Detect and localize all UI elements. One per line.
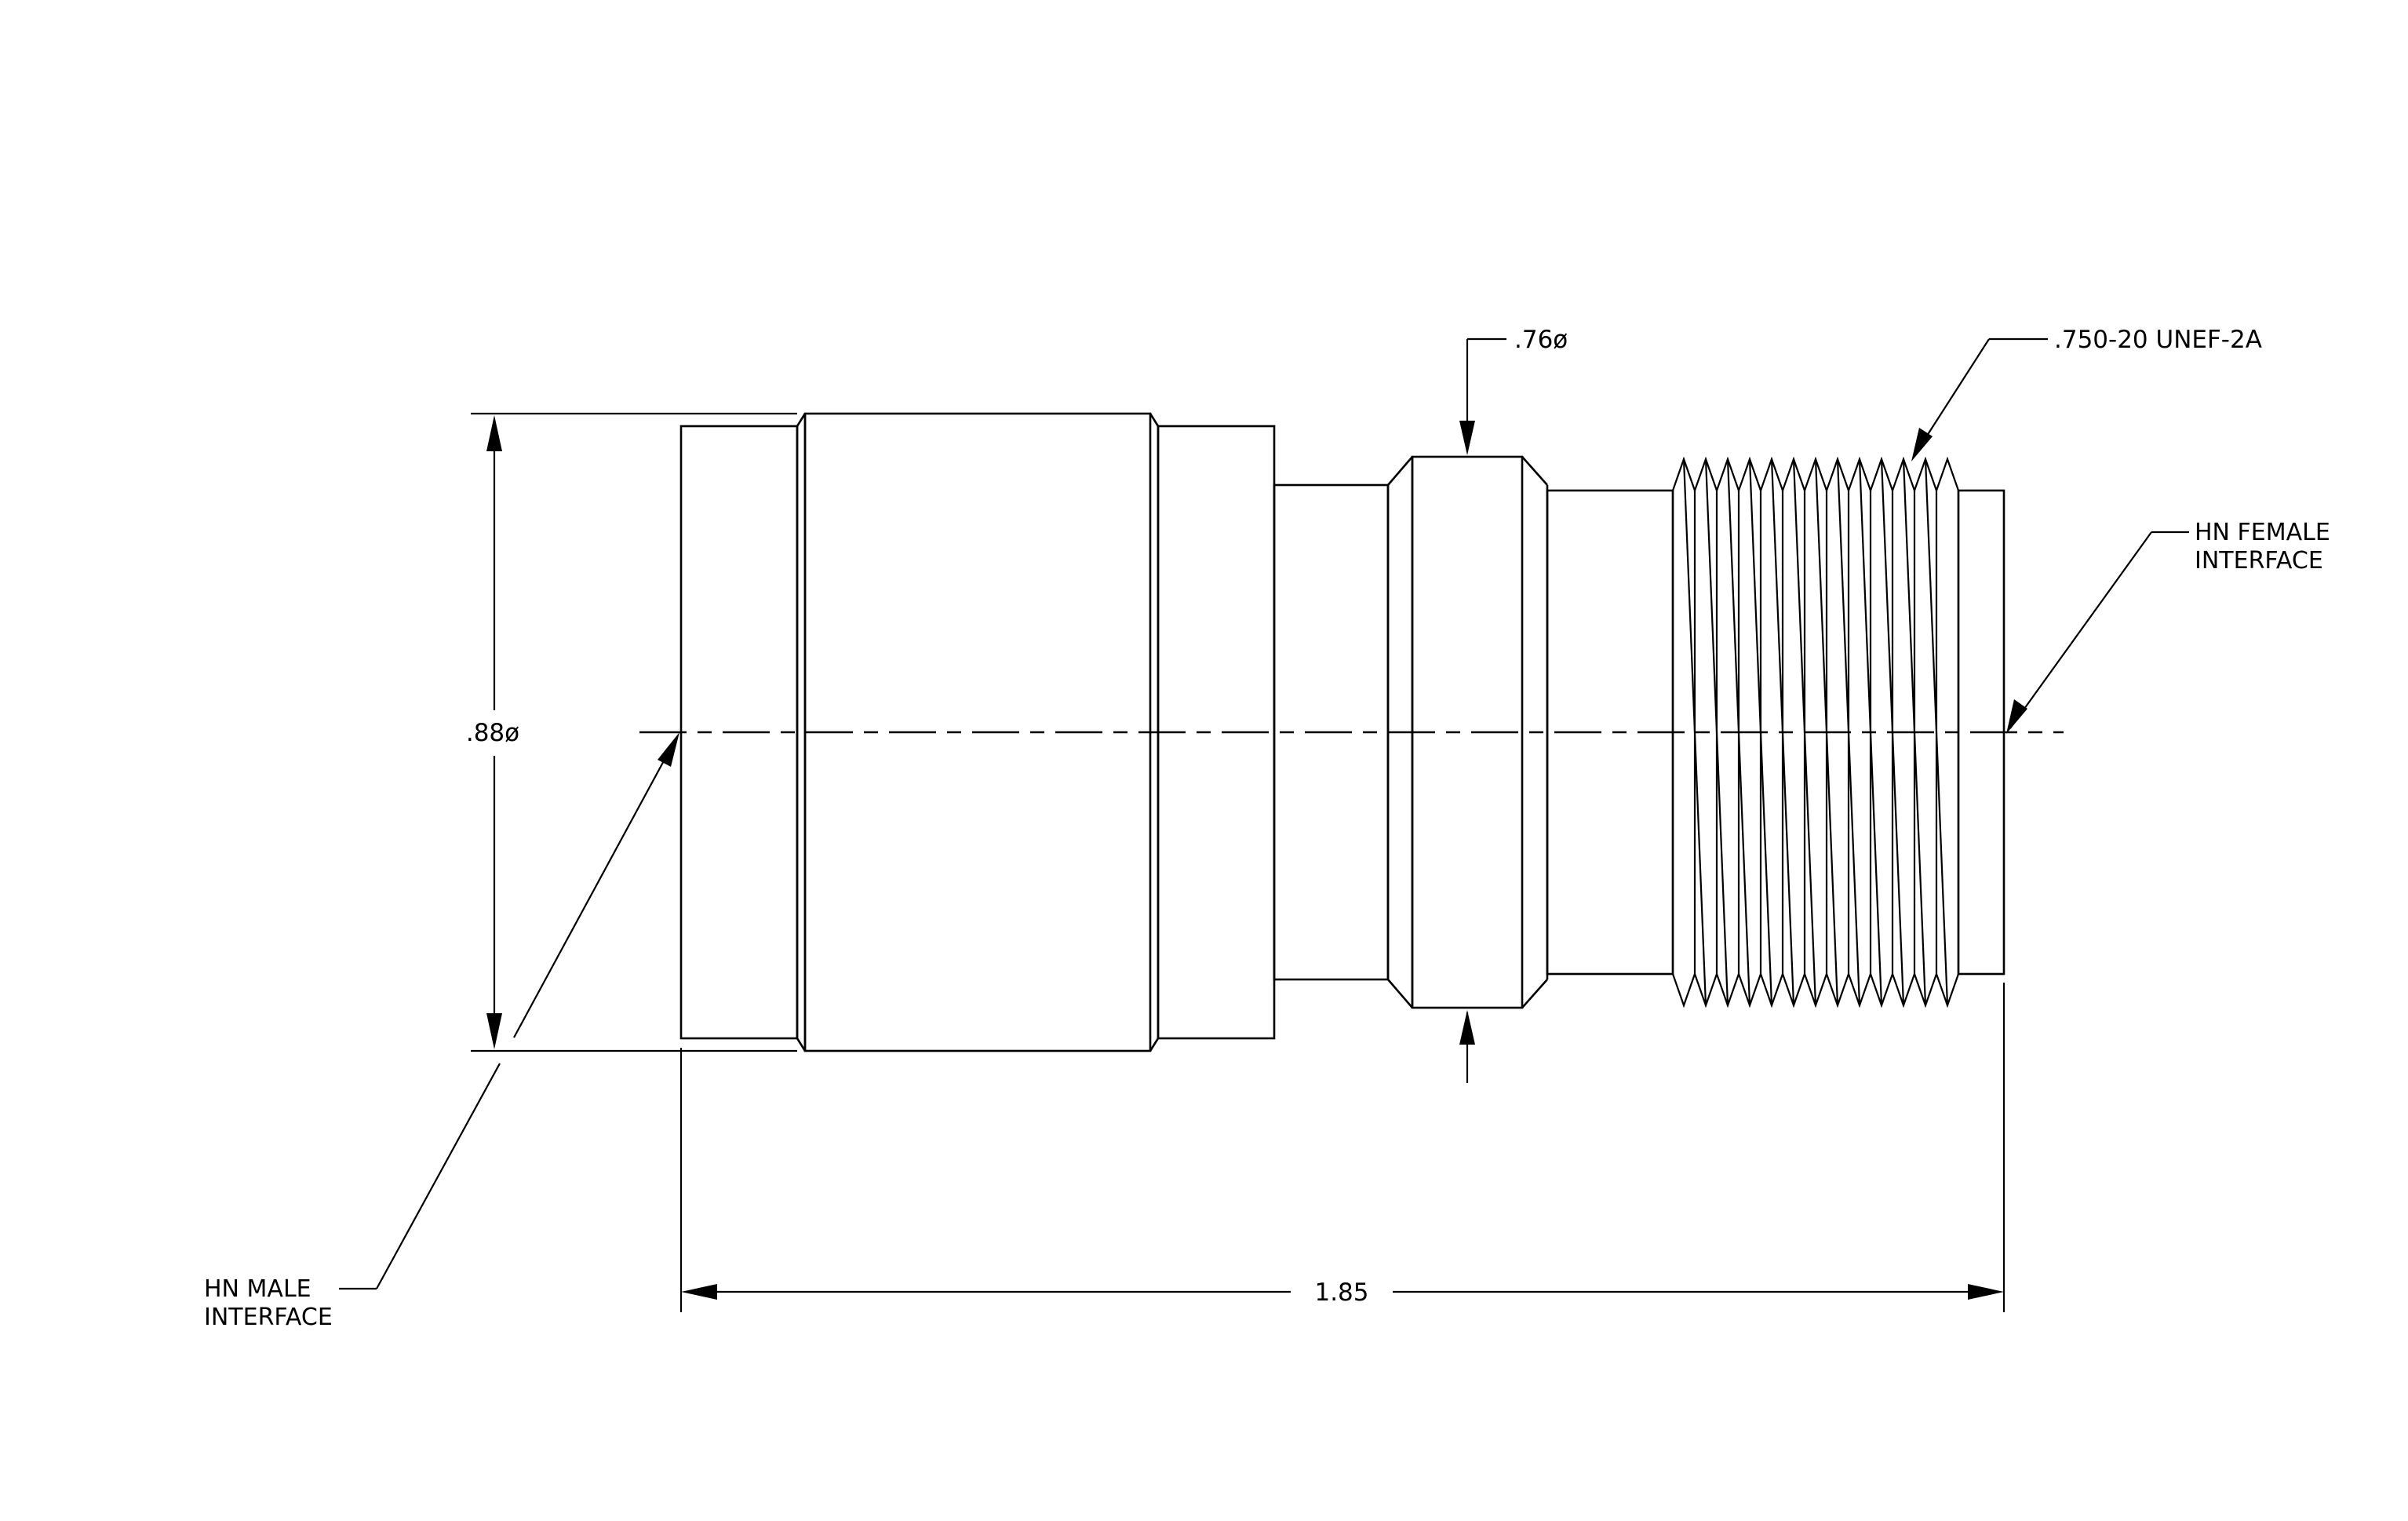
overall-length-label: 1.85 [1314,1278,1368,1307]
arrowhead [1968,1284,2004,1300]
dimension-overall-length: 1.85 [679,983,2005,1312]
dimension-body-diameter: .88ø [466,412,797,1052]
female-interface-line-1: HN FEMALE [2195,519,2330,546]
nut-diameter-label: .76ø [1514,326,1568,354]
dimension-nut-diameter: .76ø [1459,326,1568,1083]
female-interface-callout: HN FEMALE INTERFACE [2006,519,2337,734]
male-interface-line-1: HN MALE [204,1275,311,1303]
arrowhead [1459,1010,1475,1045]
male-interface-line-2: INTERFACE [204,1304,333,1331]
female-interface-line-2: INTERFACE [2195,547,2323,574]
male-interface-label: HN MALE INTERFACE [204,1275,333,1331]
female-interface-label: HN FEMALE INTERFACE [2195,519,2337,574]
male-interface-callout: HN MALE INTERFACE [204,732,679,1331]
arrowhead [1911,428,1933,461]
arrowhead [486,415,502,451]
thread-callout: .750-20 UNEF-2A [1911,326,2262,461]
arrowhead [2006,699,2027,734]
body-diameter-label: .88ø [466,719,519,747]
arrowhead [681,1284,717,1300]
arrowhead [1459,421,1475,455]
chamfer-left [796,413,807,1052]
thread-spec-label: .750-20 UNEF-2A [2054,326,2262,354]
arrowhead [486,1013,502,1049]
arrowhead [658,732,679,767]
